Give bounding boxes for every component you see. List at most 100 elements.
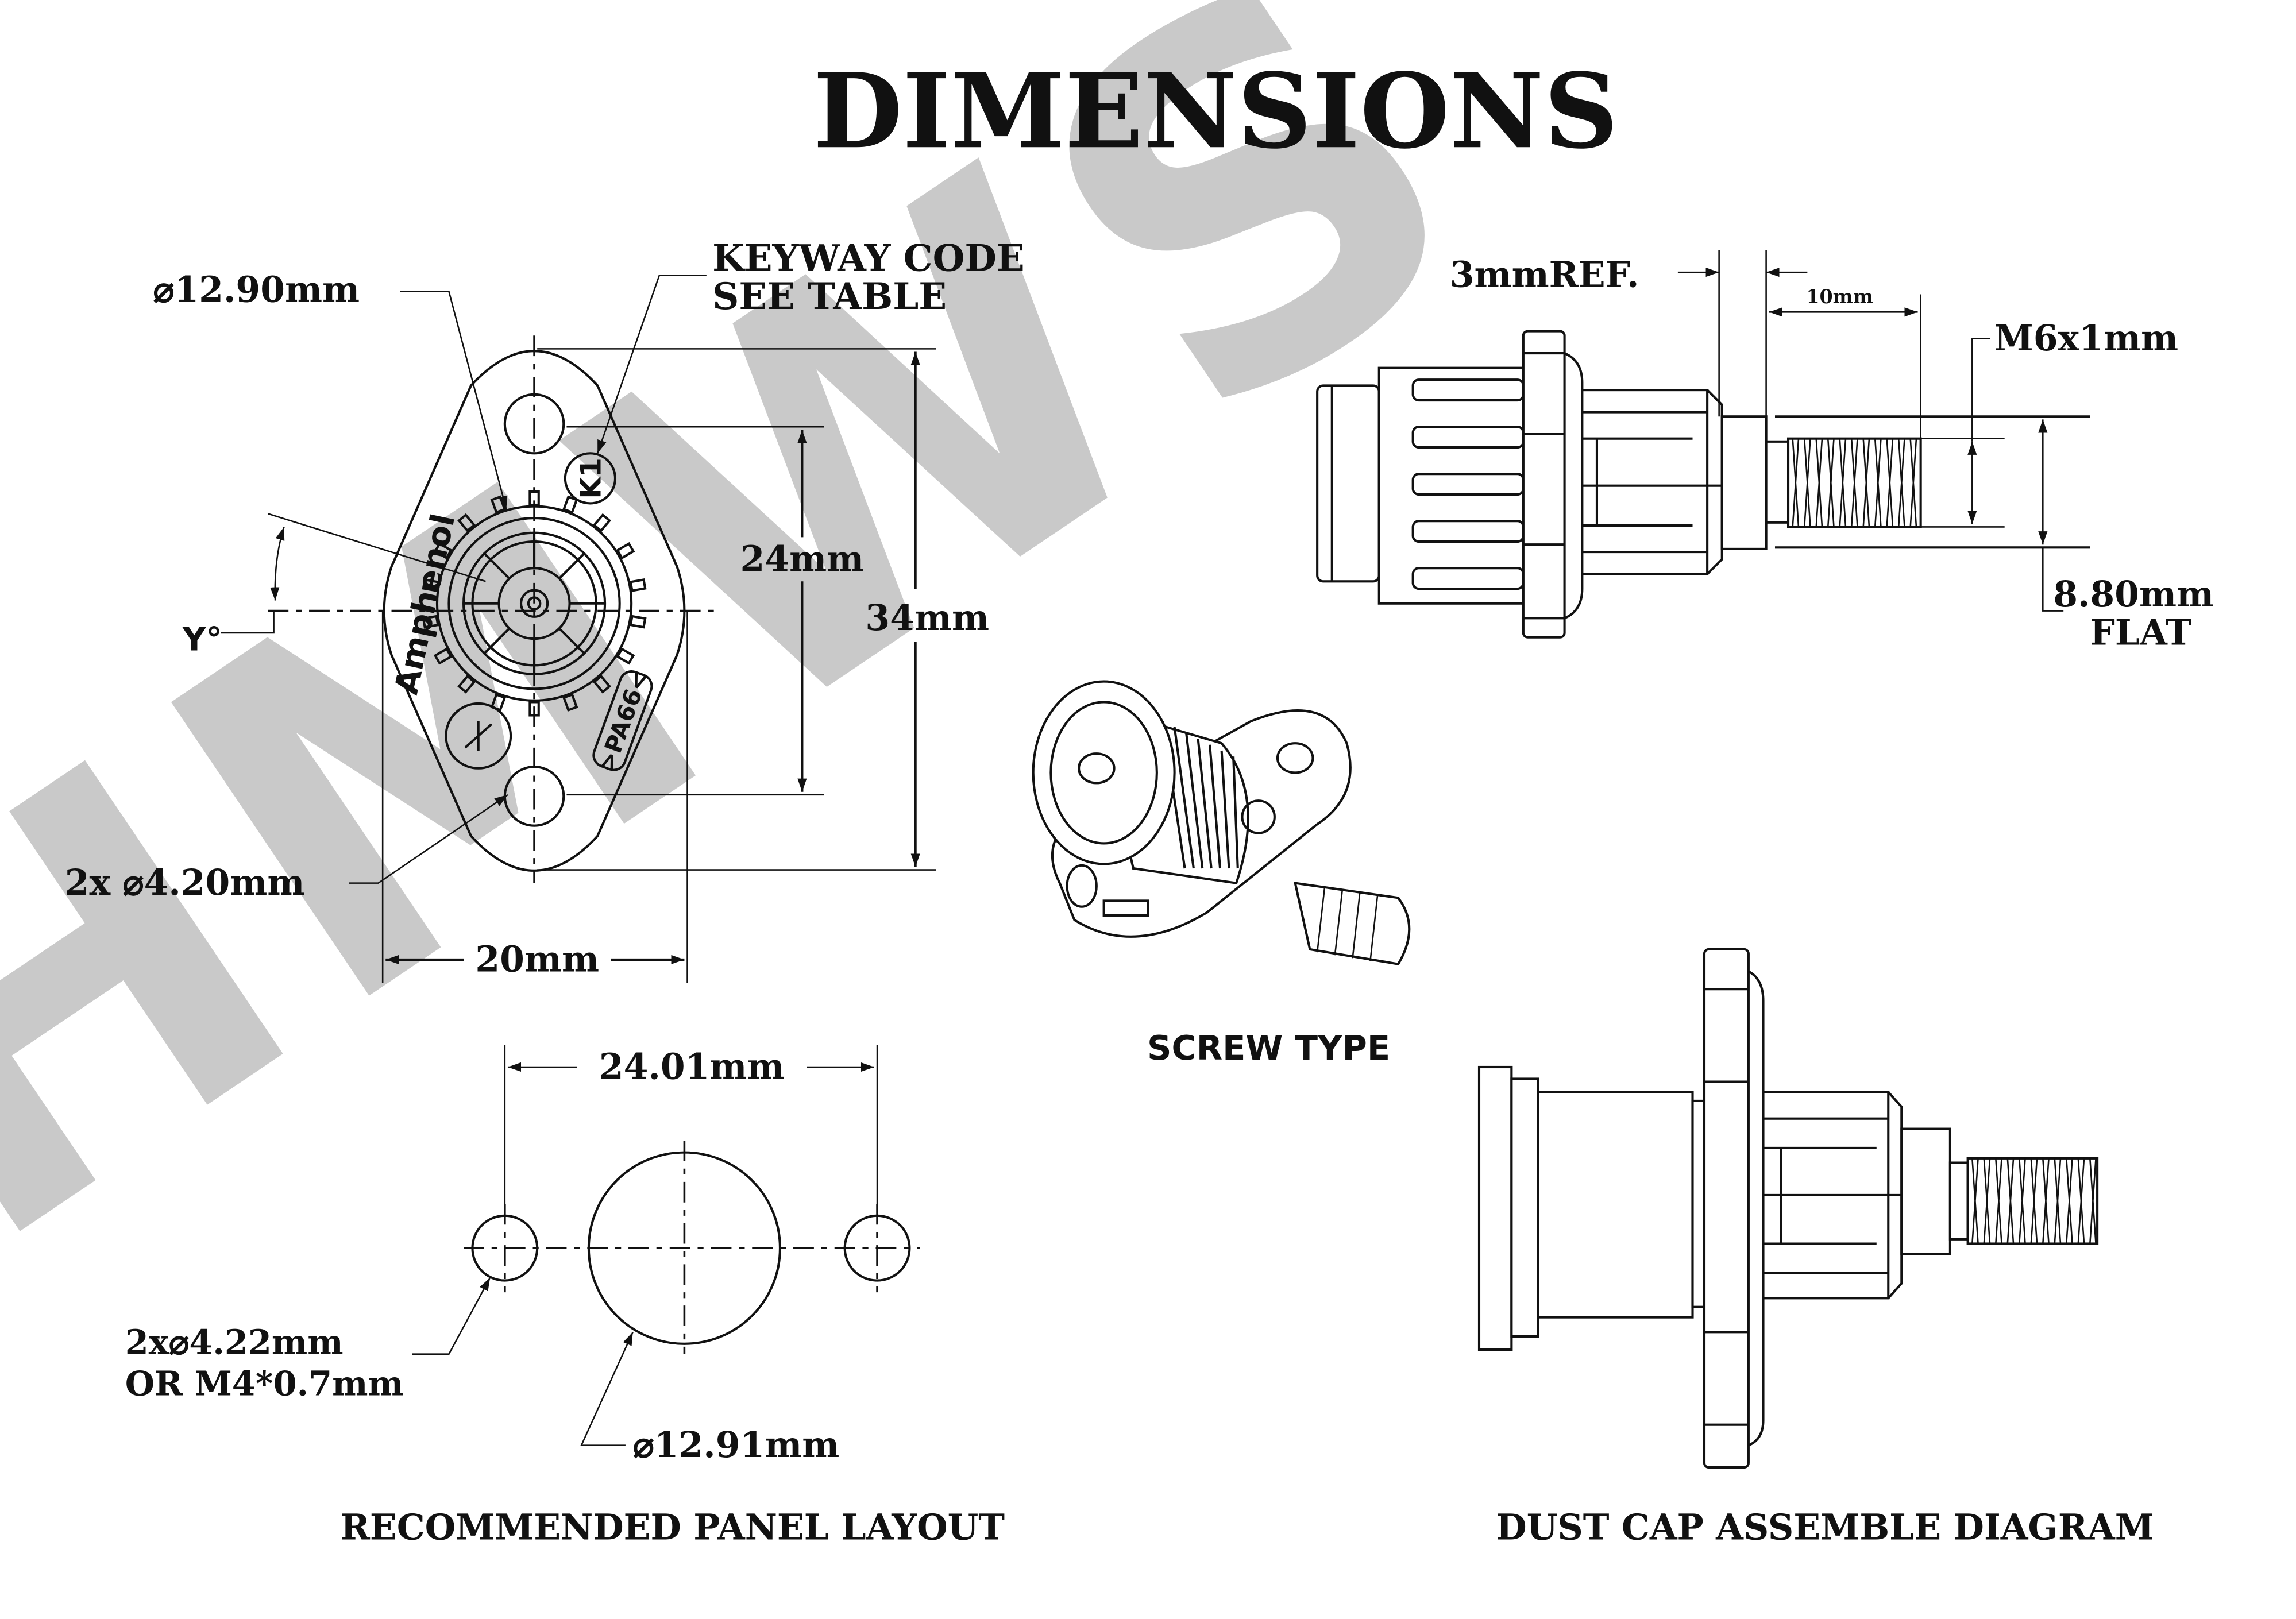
thread-crest xyxy=(2006,1158,2015,1244)
page-title: DIMENSIONS xyxy=(813,51,1619,172)
spacing-extension-lines xyxy=(504,1045,878,1210)
thread-crest xyxy=(2042,1158,2050,1244)
thread-crest xyxy=(2054,1158,2062,1244)
rib xyxy=(1411,426,1525,449)
thread-leader xyxy=(1971,338,1990,442)
flat-leader xyxy=(2042,547,2064,612)
rear-housing xyxy=(1581,389,1709,575)
panel-centerlines xyxy=(464,1141,920,1354)
iso-rib xyxy=(1197,739,1213,869)
dust-cap-lip xyxy=(1510,1077,1539,1338)
dust-cap-body xyxy=(1537,1091,1694,1319)
extension-lines-24 xyxy=(566,426,824,796)
panel-holes-leader xyxy=(412,1277,491,1355)
panel-flange xyxy=(1522,330,1566,639)
thread-crest xyxy=(2066,1158,2073,1244)
width-label: 20mm xyxy=(475,938,599,980)
extension-lines-20 xyxy=(381,610,688,983)
angle-arc xyxy=(270,527,285,601)
thread-length-label: 10mm xyxy=(1806,285,1873,308)
grip-tooth xyxy=(629,578,647,592)
grip-tooth xyxy=(592,674,612,694)
thread-crest xyxy=(1971,1158,1979,1244)
thread-crest xyxy=(1862,438,1870,527)
iso-caption: SCREW TYPE xyxy=(1147,1028,1390,1068)
iso-rib xyxy=(1185,732,1204,869)
height-outer-label: 34mm xyxy=(865,597,989,639)
holes-label: 2x ⌀4.20mm xyxy=(65,861,305,903)
date-code-wheel xyxy=(445,702,512,770)
thread-label: M6x1mm xyxy=(1994,317,2178,359)
rib xyxy=(1411,567,1525,590)
panel-holes-label-line1: 2x⌀4.22mm xyxy=(125,1323,344,1362)
iso-rib xyxy=(1220,750,1230,869)
diameter-leader xyxy=(400,291,508,510)
thread-shank xyxy=(1765,440,1790,524)
grip-tooth xyxy=(629,615,647,629)
side-view: 3mmREF. 10mm M6x1mm 8.80mm FLAT xyxy=(1316,250,2214,653)
keyway-marking-circle xyxy=(564,452,617,505)
thread-extension-lines xyxy=(1920,438,2005,528)
iso-front-ring xyxy=(1032,680,1176,865)
front-view: Amphenol K1 >PA66< 24mm 34mm 20mm ⌀12.90… xyxy=(65,237,1025,983)
iso-material-mark xyxy=(1102,899,1149,917)
grip-tooth xyxy=(457,513,476,533)
thread-crest xyxy=(1803,438,1811,527)
thread xyxy=(1786,437,1922,528)
grip-tooth xyxy=(592,513,612,533)
thread-crest xyxy=(1897,438,1905,527)
iso-rib xyxy=(1209,744,1222,869)
flat-label-line1: 8.80mm xyxy=(2053,573,2214,615)
thread-crest xyxy=(1792,438,1800,527)
grip-tooth xyxy=(457,674,476,694)
thread-crest xyxy=(2019,1158,2026,1244)
dust-cap-thread xyxy=(1966,1157,2099,1245)
thread-crest xyxy=(2077,1158,2085,1244)
keyway-label-line1: KEYWAY CODE xyxy=(712,237,1025,280)
panel-layout: 24.01mm 2x⌀4.22mm OR M4*0.7mm ⌀12.91mm R… xyxy=(125,1045,1005,1548)
thread-crest xyxy=(1983,1158,1991,1244)
iso-view-screw-type: SCREW TYPE xyxy=(1032,680,1411,1068)
iso-thread xyxy=(1294,882,1411,965)
thread-crest xyxy=(1815,438,1823,527)
rib xyxy=(1411,520,1525,543)
rib xyxy=(1411,473,1525,496)
dust-cap-rim xyxy=(1477,1065,1513,1351)
dust-cap-diagram: DUST CAP ASSEMBLE DIAGRAM xyxy=(1477,948,2154,1548)
grip-tooth xyxy=(422,578,439,592)
dust-cap-nut xyxy=(1900,1127,1951,1255)
diameter-label: ⌀12.90mm xyxy=(153,268,360,310)
panel-holes-label-line2: OR M4*0.7mm xyxy=(125,1363,404,1403)
thread-crest xyxy=(1839,438,1847,527)
rib xyxy=(1411,378,1525,402)
dust-cap-caption: DUST CAP ASSEMBLE DIAGRAM xyxy=(1496,1506,2154,1548)
panel-caption: RECOMMENDED PANEL LAYOUT xyxy=(341,1506,1005,1548)
thread-crest xyxy=(1827,438,1835,527)
grip-tooth xyxy=(616,542,635,560)
extension-lines-34 xyxy=(537,348,936,871)
rear-cap xyxy=(1316,384,1380,583)
keyway-marking: K1 xyxy=(575,458,607,499)
iso-rib xyxy=(1232,756,1239,869)
hex-nut xyxy=(1720,415,1768,550)
thread-crest xyxy=(1886,438,1894,527)
ref-label: 3mmREF. xyxy=(1450,254,1639,296)
keyway-label-line2: SEE TABLE xyxy=(712,275,947,318)
holes-leader xyxy=(349,794,508,884)
thread-crest xyxy=(1874,438,1882,527)
height-inner-label: 24mm xyxy=(740,538,865,579)
flat-label-line2: FLAT xyxy=(2090,611,2191,653)
grip-tooth xyxy=(433,647,453,665)
grip-tooth xyxy=(422,615,439,629)
flat-extension-lines xyxy=(1774,415,2090,549)
thread-crest xyxy=(1909,438,1917,527)
spacing-label: 24.01mm xyxy=(599,1045,785,1087)
grip-tooth xyxy=(562,495,578,514)
dust-cap-flange xyxy=(1703,948,1750,1469)
dust-cap-ribs xyxy=(1691,1099,1706,1308)
thread-crest xyxy=(2089,1158,2097,1244)
angle-reference-line xyxy=(221,513,486,634)
center-hole-leader xyxy=(580,1331,634,1446)
watermark: HMWS xyxy=(0,0,1568,1351)
